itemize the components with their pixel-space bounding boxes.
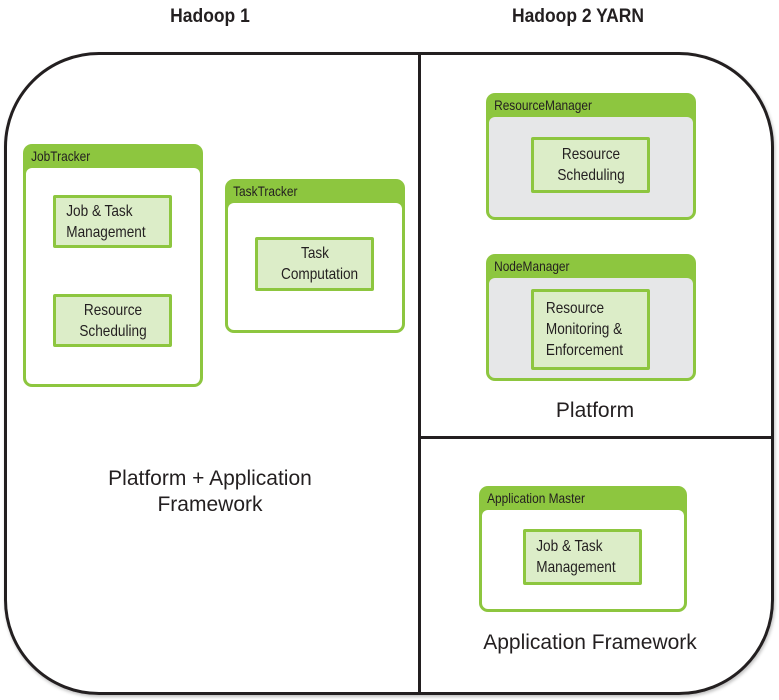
nodemanager-title: NodeManager [494,258,570,274]
applicationmaster-job-task-management: Job & Task Management [523,529,642,585]
function-label: Resource Scheduling [78,301,147,340]
function-label: Job & Task Management [65,202,146,241]
jobtracker-title: JobTracker [31,148,91,164]
function-label: Job & Task Management [535,538,616,576]
jobtracker-resource-scheduling: Resource Scheduling [53,294,172,347]
applicationmaster-title: Application Master [487,490,585,506]
horizontal-divider [418,436,771,439]
tasktracker-task-computation: Task Computation [255,237,374,291]
function-label: Resource Monitoring & Enforcement [545,300,623,359]
function-label: Task Computation [280,245,358,283]
jobtracker-component: JobTracker [23,144,203,387]
jobtracker-job-task-management: Job & Task Management [53,195,172,248]
nodemanager-resource-monitoring: Resource Monitoring & Enforcement [531,289,650,370]
function-label: Resource Scheduling [556,146,625,184]
tasktracker-component: TaskTracker [225,179,405,333]
resourcemanager-resource-scheduling: Resource Scheduling [531,137,650,193]
vertical-divider [418,52,421,695]
tasktracker-title: TaskTracker [233,183,298,199]
platform-section-label: Platform [555,399,635,422]
hadoop1-section-label: Platform + Application Framework [108,467,312,516]
resourcemanager-title: ResourceManager [494,97,592,113]
hadoop2-header: Hadoop 2 YARN [511,6,645,27]
comparison-frame [4,52,774,695]
hadoop1-header: Hadoop 1 [170,6,250,27]
application-framework-section-label: Application Framework [483,631,697,654]
